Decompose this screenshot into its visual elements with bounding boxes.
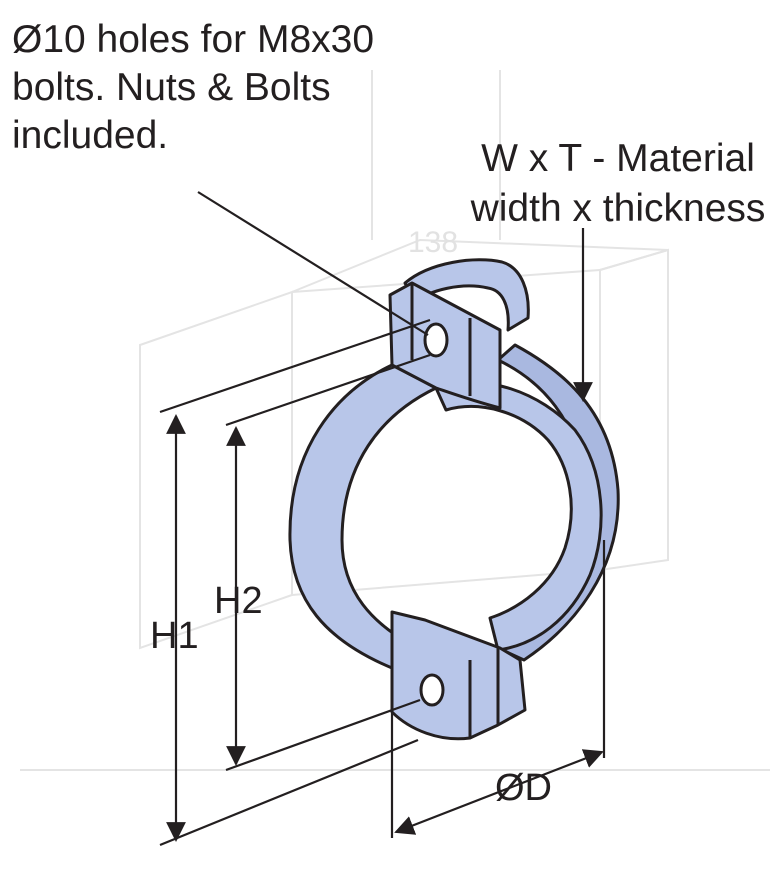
hole-annotation: Ø10 holes for M8x30 bolts. Nuts & Bolts … <box>12 16 374 160</box>
dimension-lines <box>159 191 606 847</box>
material-annotation-line: width x thickness <box>470 187 766 230</box>
h2-extension-bottom <box>225 698 421 772</box>
top-bolt-hole <box>423 322 449 358</box>
material-annotation-line: W x T - Material <box>481 137 755 180</box>
h1-extension-bottom <box>159 738 419 847</box>
hole-annotation-line: bolts. Nuts & Bolts <box>12 66 331 109</box>
pipe-clamp <box>288 258 620 741</box>
hole-annotation-line: Ø10 holes for M8x30 <box>12 18 375 61</box>
hole-annotation-line: included. <box>12 114 169 157</box>
h2-label: H2 <box>214 580 263 622</box>
background-dimension: 138 <box>408 226 458 259</box>
hole-leader <box>197 191 429 336</box>
h1-extension-top <box>159 318 431 414</box>
material-annotation: W x T - Material width x thickness <box>462 134 774 234</box>
diameter-label: ØD <box>495 767 552 809</box>
od-dimension-line <box>394 749 604 835</box>
clamp-bottom-flange <box>390 610 527 741</box>
bottom-bolt-hole <box>419 673 445 707</box>
h1-label: H1 <box>150 615 199 657</box>
clamp-back-top-flange <box>403 258 530 332</box>
h2-extension-top <box>225 353 431 427</box>
